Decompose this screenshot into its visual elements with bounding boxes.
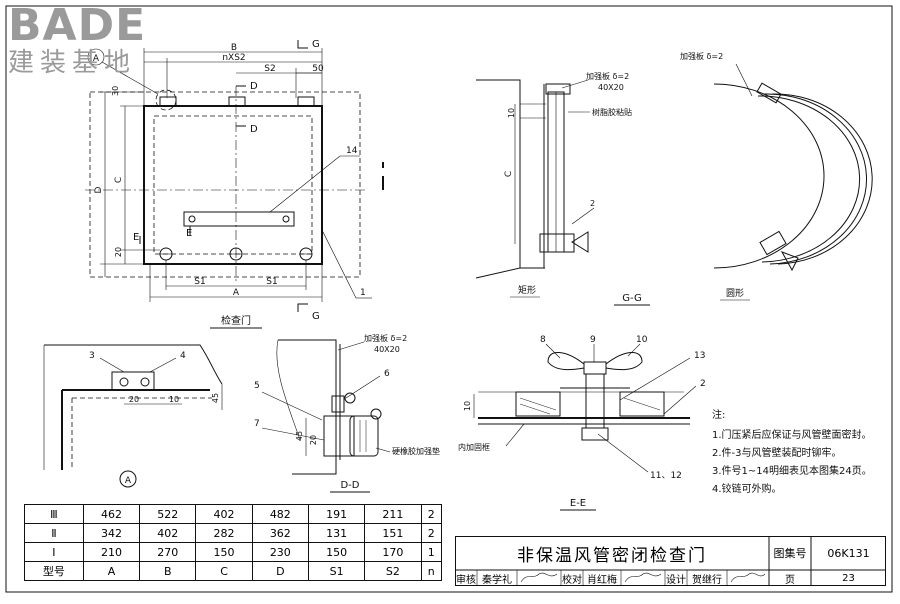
designer-name: 贺继行 bbox=[692, 574, 722, 586]
front-dim-S1-right: S1 bbox=[266, 277, 277, 287]
dd-callout-7: 7 bbox=[254, 419, 260, 429]
front-dim-B: B bbox=[231, 43, 237, 53]
gg-sub-rect: 矩形 bbox=[518, 284, 536, 296]
dd-caption: D-D bbox=[340, 480, 359, 491]
gg-rect-view: 10 C 加强板 δ=2 40X20 树脂胶粘贴 2 矩形 G-G bbox=[475, 71, 650, 306]
detail-a-dim-20: 20 bbox=[129, 395, 139, 404]
ee-dim-10: 10 bbox=[463, 401, 472, 411]
front-dim-30: 30 bbox=[111, 86, 120, 96]
front-section-G-top: G bbox=[312, 39, 320, 50]
gg-rect-glue: 树脂胶粘贴 bbox=[592, 107, 632, 117]
gg-rect-dim-C: C bbox=[504, 171, 514, 177]
ee-callout-13: 13 bbox=[694, 351, 705, 361]
gg-rect-dim-10: 10 bbox=[507, 108, 516, 118]
ee-frame: 内加固框 bbox=[458, 442, 490, 452]
atlas-number: 06K131 bbox=[827, 546, 870, 560]
dd-callout-5: 5 bbox=[254, 381, 260, 391]
checker-name: 肖红梅 bbox=[587, 574, 617, 586]
ee-callout-10: 10 bbox=[636, 335, 648, 345]
gg-sub-round: 圆形 bbox=[726, 287, 744, 299]
front-section-E-left: E bbox=[133, 232, 139, 243]
dd-plate-size: 40X20 bbox=[374, 345, 400, 354]
dd-callout-6: 6 bbox=[384, 369, 390, 379]
front-dim-A: A bbox=[233, 288, 240, 298]
front-dim-S2: S2 bbox=[264, 64, 275, 74]
front-dim-S1-left: S1 bbox=[194, 277, 205, 287]
front-dim-C: C bbox=[114, 177, 124, 183]
dd-dim-20: 20 bbox=[309, 435, 318, 445]
note-2: 2.件-3与风管壁装配时铆牢。 bbox=[712, 446, 842, 459]
gg-round-view: 加强板 δ=2 圆形 bbox=[680, 51, 873, 301]
detail-a-dim-10: 10 bbox=[169, 395, 179, 404]
gg-round-plate: 加强板 δ=2 bbox=[680, 51, 723, 61]
front-section-G-bottom: G bbox=[312, 311, 320, 322]
dd-pad: 硬橡胶加强垫 bbox=[392, 446, 440, 456]
front-outer-dashed bbox=[89, 91, 361, 278]
front-section-E-right: E bbox=[186, 228, 192, 239]
front-dim-20: 20 bbox=[114, 247, 123, 257]
front-detail-mark: A bbox=[93, 54, 100, 64]
check-label: 校对 bbox=[562, 574, 582, 586]
detail-a-callout-4: 4 bbox=[180, 351, 186, 361]
detail-a-callout-3: 3 bbox=[89, 351, 95, 361]
front-callout-1: 1 bbox=[360, 288, 366, 298]
door-handle bbox=[183, 211, 295, 227]
dd-view: 加强板 δ=2 40X20 6 5 7 硬橡胶加强垫 45 20 D-D bbox=[254, 333, 440, 493]
detail-a-dim-45: 45 bbox=[211, 393, 220, 403]
page-label: 页 bbox=[785, 574, 795, 586]
dd-dim-45: 45 bbox=[295, 431, 304, 441]
detail-a-view: 3 4 20 10 45 A bbox=[43, 344, 223, 488]
gg-rect-callout-2: 2 bbox=[590, 199, 595, 208]
front-dim-nS2: nXS2 bbox=[222, 53, 245, 63]
ee-callout-1112: 11、12 bbox=[650, 471, 682, 481]
note-3: 3.件号1~14明细表见本图集24页。 bbox=[712, 464, 872, 477]
ee-callout-8: 8 bbox=[540, 335, 546, 345]
drawing-title: 非保温风管密闭检查门 bbox=[517, 545, 707, 566]
design-label: 设计 bbox=[666, 574, 686, 586]
review-label: 审核 bbox=[456, 574, 476, 586]
ee-callout-2: 2 bbox=[700, 379, 706, 389]
note-1: 1.门压紧后应保证与风管壁面密封。 bbox=[712, 428, 872, 441]
gg-rect-plate-size: 40X20 bbox=[598, 83, 624, 92]
gg-rect-plate: 加强板 δ=2 bbox=[586, 71, 629, 81]
front-dim-50: 50 bbox=[312, 64, 324, 74]
sheet-border bbox=[5, 5, 893, 593]
front-dim-D: D bbox=[94, 186, 104, 193]
atlas-label: 图集号 bbox=[773, 547, 807, 560]
detail-a-mark: A bbox=[125, 476, 132, 486]
note-4: 4.铰链可外购。 bbox=[712, 482, 782, 495]
front-callout-14: 14 bbox=[346, 146, 358, 156]
title-block: 非保温风管密闭检查门 图集号 06K131 审核 秦学礼 校对 肖红梅 设计 贺… bbox=[455, 536, 886, 586]
page-number: 23 bbox=[842, 572, 855, 584]
front-view: B nXS2 S2 50 30 D C 20 S1 S1 A G G D bbox=[85, 39, 384, 329]
door-inner-dashed bbox=[153, 115, 313, 255]
notes-heading: 注: bbox=[712, 408, 725, 421]
ee-caption: E-E bbox=[570, 498, 586, 509]
front-section-D-top: D bbox=[250, 81, 258, 92]
reviewer-name: 秦学礼 bbox=[482, 574, 512, 586]
front-section-D-bottom: D bbox=[250, 124, 258, 135]
ee-view: 8 9 10 13 2 11、12 10 内加固框 E-E bbox=[458, 335, 706, 511]
notes: 注: 1.门压紧后应保证与风管壁面密封。 2.件-3与风管壁装配时铆牢。 3.件… bbox=[712, 408, 872, 495]
front-caption: 检查门 bbox=[221, 314, 251, 327]
gg-caption: G-G bbox=[622, 293, 641, 304]
ee-callout-9: 9 bbox=[590, 335, 596, 345]
door-panel bbox=[143, 105, 323, 265]
dd-plate: 加强板 δ=2 bbox=[364, 333, 407, 343]
